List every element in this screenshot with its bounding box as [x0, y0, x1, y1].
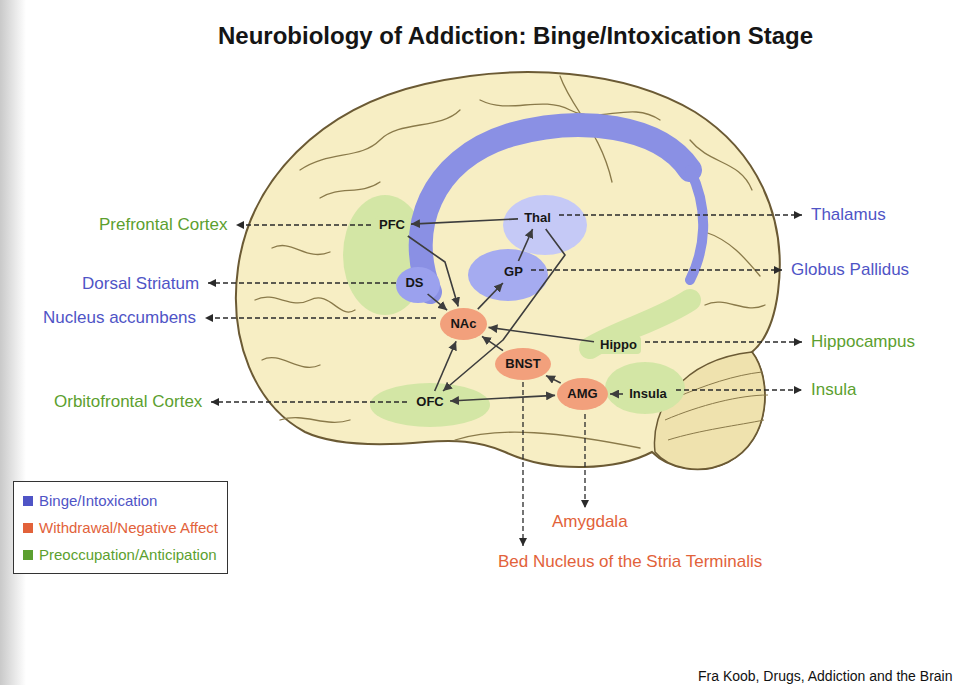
- region-node: Hippo: [596, 336, 641, 354]
- region-blob-node: BNST: [495, 348, 551, 380]
- gyri: [255, 76, 765, 448]
- region-node: OFC: [412, 393, 448, 411]
- diagram-title: Neurobiology of Addiction: Binge/Intoxic…: [218, 22, 813, 50]
- structure-name: Hippocampus: [810, 332, 916, 352]
- legend-swatch: [23, 523, 33, 533]
- region-node: Insula: [625, 385, 671, 403]
- leader-line: [531, 269, 782, 270]
- structure-name: Bed Nucleus of the Stria Terminalis: [497, 552, 763, 572]
- circuit-arrow: [546, 376, 561, 383]
- legend-row: Preoccupation/Anticipation: [23, 541, 218, 568]
- region-abbrev: NAc: [450, 316, 476, 332]
- folia-line: [675, 372, 762, 398]
- leader-line: [645, 341, 802, 342]
- legend-swatch: [23, 496, 33, 506]
- region-blob-node: AMG: [557, 378, 608, 410]
- legend-row: Withdrawal/Negative Affect: [23, 514, 218, 541]
- region-abbrev: AMG: [567, 386, 597, 402]
- region-abbrev: BNST: [505, 356, 540, 372]
- scan-shadow: [0, 0, 26, 685]
- leader-line: [211, 401, 407, 402]
- structure-name: Thalamus: [810, 205, 887, 225]
- circuit-arrow: [518, 229, 532, 261]
- region-node: GP: [500, 263, 527, 281]
- region-node: PFC: [375, 216, 409, 234]
- region-node: DS: [401, 274, 428, 292]
- region-node: Thal: [520, 209, 555, 227]
- thalamus-region: [503, 195, 587, 255]
- region-abbrev: GP: [504, 264, 523, 280]
- structure-name: Amygdala: [551, 512, 629, 532]
- circuit-arrow: [482, 336, 503, 350]
- structure-name: Prefrontal Cortex: [98, 215, 229, 235]
- circuit-arrow: [610, 393, 623, 395]
- sulcus-line: [255, 297, 355, 312]
- sulcus-line: [280, 418, 350, 423]
- legend-text: Preoccupation/Anticipation: [39, 546, 217, 563]
- sulcus-line: [262, 358, 320, 368]
- region-abbrev: Insula: [629, 386, 667, 402]
- region-abbrev: PFC: [379, 217, 405, 233]
- caudate-tail: [690, 170, 703, 280]
- circuit-arrow: [428, 294, 448, 310]
- region-abbrev: DS: [405, 275, 423, 291]
- leader-line: [208, 282, 396, 283]
- legend-text: Binge/Intoxication: [39, 492, 157, 509]
- structure-name: Orbitofrontal Cortex: [53, 392, 203, 412]
- legend-row: Binge/Intoxication: [23, 487, 218, 514]
- circuit-arrow: [450, 395, 555, 401]
- structure-name: Insula: [810, 380, 857, 400]
- circuit-arrow: [411, 219, 518, 224]
- structure-name: Globus Pallidus: [790, 260, 910, 280]
- structure-name: Nucleus accumbens: [42, 308, 197, 328]
- folia-line: [668, 420, 764, 440]
- striatum-region: [396, 267, 440, 303]
- leader-line: [205, 317, 436, 318]
- pallidum-region: [468, 249, 548, 301]
- legend-text: Withdrawal/Negative Affect: [39, 519, 218, 536]
- sulcus-line: [705, 302, 765, 308]
- source-caption: Fra Koob, Drugs, Addiction and the Brain: [698, 668, 952, 684]
- leader-lines: [205, 215, 802, 546]
- leader-line: [559, 214, 802, 215]
- leader-line: [584, 414, 585, 508]
- circuit-arrow: [408, 236, 458, 306]
- region-abbrev: OFC: [416, 394, 443, 410]
- legend-box: Binge/IntoxicationWithdrawal/Negative Af…: [13, 481, 228, 574]
- circuit-arrow: [478, 283, 503, 309]
- circuit-arrow: [435, 341, 456, 391]
- circuit-arrow: [489, 327, 595, 341]
- sulcus-line: [320, 182, 380, 198]
- legend-swatch: [23, 550, 33, 560]
- orbitofrontal-region: [370, 383, 490, 427]
- leader-line: [676, 389, 802, 390]
- leader-line: [236, 224, 371, 225]
- region-abbrev: Hippo: [600, 337, 637, 353]
- sulcus-line: [300, 110, 460, 170]
- structure-name: Dorsal Striatum: [81, 274, 200, 294]
- sulcus-line: [272, 246, 330, 255]
- region-abbrev: Thal: [524, 210, 551, 226]
- sulcus-line: [455, 432, 640, 448]
- brain-outline: [236, 72, 780, 469]
- region-blob-node: NAc: [440, 308, 487, 340]
- leader-line: [522, 382, 523, 546]
- insula-region: [605, 362, 685, 414]
